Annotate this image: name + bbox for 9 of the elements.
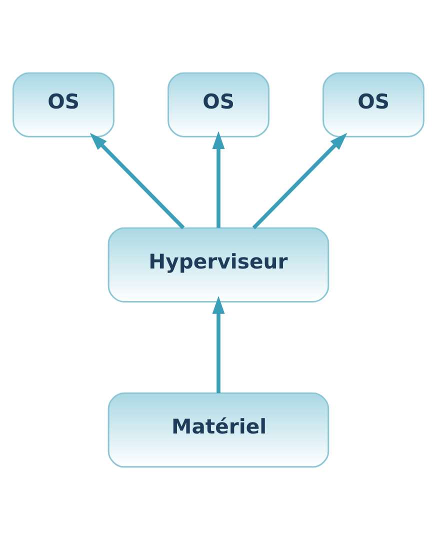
node-box: OS (168, 72, 270, 137)
arrow (212, 296, 225, 393)
node-box: OS (322, 72, 424, 137)
node-box: OS (12, 72, 114, 137)
arrow (252, 132, 348, 229)
arrow (212, 130, 225, 228)
arrow (90, 132, 185, 229)
node-box: Matériel (108, 392, 330, 468)
node-box: Hyperviseur (108, 226, 330, 302)
